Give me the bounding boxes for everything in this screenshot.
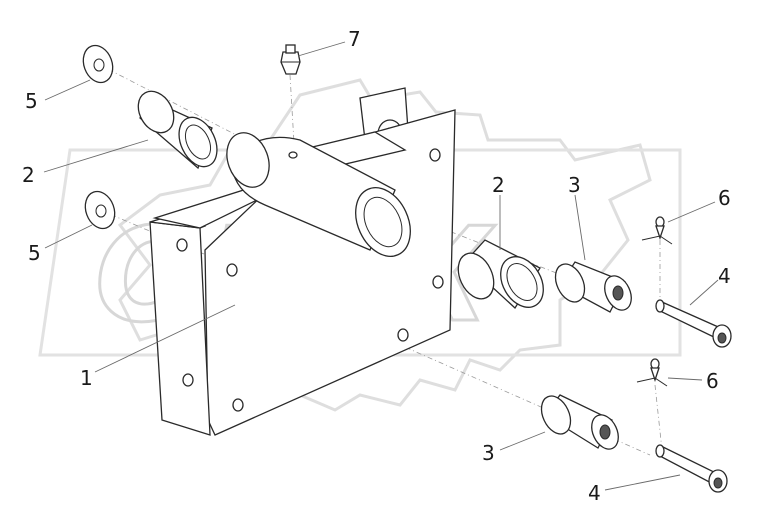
- washer-lower: [84, 190, 116, 230]
- cotter-pin-upper: [641, 216, 673, 245]
- bushing-right: [457, 239, 544, 310]
- bushing-upper-left: [137, 90, 218, 170]
- callout-5-lower: 5: [28, 241, 41, 265]
- callout-1: 1: [80, 366, 93, 390]
- grease-fitting: [280, 44, 301, 75]
- cotter-pin-lower: [636, 358, 668, 387]
- callout-4-lower: 4: [588, 481, 601, 505]
- callout-2-right: 2: [492, 173, 505, 197]
- washer-upper: [82, 44, 114, 84]
- callout-3-upper: 3: [568, 173, 581, 197]
- main-bracket: [149, 87, 456, 436]
- callout-7: 7: [348, 27, 361, 51]
- leader-lines: [43, 41, 719, 491]
- callout-3-lower: 3: [482, 441, 495, 465]
- spacer-upper: [554, 261, 632, 313]
- callout-2-left: 2: [22, 163, 35, 187]
- pin-upper: [655, 299, 732, 348]
- pin-lower: [655, 444, 728, 493]
- callout-5-upper: 5: [25, 89, 38, 113]
- callout-6-lower: 6: [706, 369, 719, 393]
- callout-4-upper: 4: [718, 264, 731, 288]
- spacer-lower: [540, 394, 619, 450]
- callout-6-upper: 6: [718, 186, 731, 210]
